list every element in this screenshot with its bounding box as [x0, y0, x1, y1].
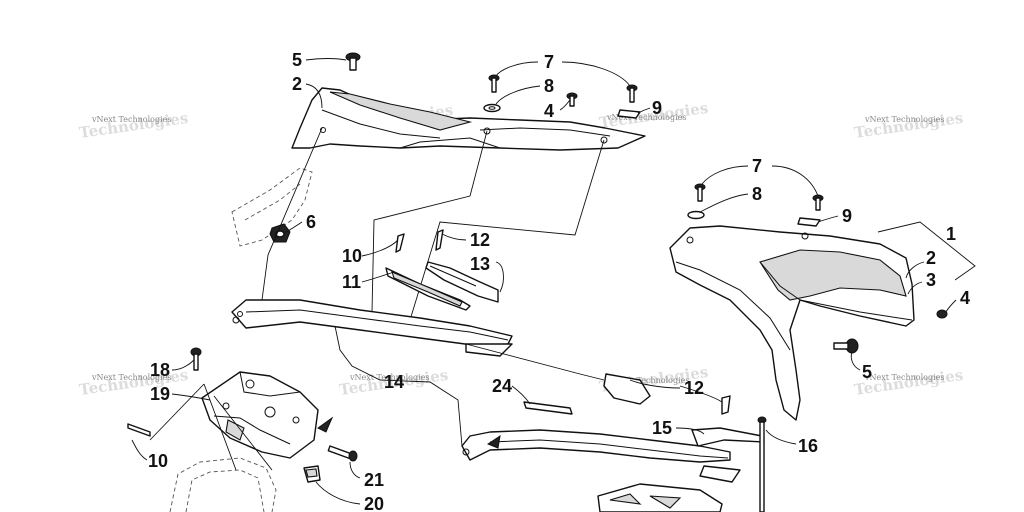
callout-8-upper: 8: [544, 76, 554, 96]
watermark-3: vNext Technologies: [606, 113, 686, 122]
fasteners-upper-left: [269, 52, 641, 243]
dashed-frame-lower: [169, 457, 277, 512]
watermark-1: vNext Technologies: [91, 115, 171, 124]
brackets-11-13: [385, 229, 499, 311]
callout-2-upper: 2: [292, 74, 302, 94]
callout-16: 16: [798, 436, 818, 456]
callout-2-right: 2: [926, 248, 936, 268]
callout-6: 6: [306, 212, 316, 232]
callout-18: 18: [150, 360, 170, 380]
dashed-bracket-upper: [231, 167, 313, 247]
callout-10-lower: 10: [148, 451, 168, 471]
assembly-leaders-upper: [261, 127, 605, 321]
callout-15: 15: [652, 418, 672, 438]
watermark-5: vNext Technologies: [91, 373, 171, 382]
callout-20: 20: [364, 494, 384, 512]
group-bracket-1: [877, 221, 976, 281]
svg-text:Technologies: Technologies: [78, 109, 189, 142]
callout-10-upper: 10: [342, 246, 362, 266]
callout-8-right: 8: [752, 184, 762, 204]
callout-3: 3: [926, 270, 936, 290]
callout-24: 24: [492, 376, 512, 396]
watermark-8: vNext Technologies: [864, 373, 944, 382]
callout-7-upper: 7: [544, 52, 554, 72]
mounting-plate: [127, 347, 358, 483]
callout-4-upper: 4: [544, 101, 554, 121]
callout-9-right: 9: [842, 206, 852, 226]
callout-12-lower: 12: [684, 378, 704, 398]
callout-14: 14: [384, 372, 404, 392]
watermark-6: vNext Technologies: [349, 373, 429, 382]
callout-4-right: 4: [960, 288, 970, 308]
callout-13: 13: [470, 254, 490, 274]
callout-12-upper: 12: [470, 230, 490, 250]
callout-9-upper: 9: [652, 98, 662, 118]
callout-5-right: 5: [862, 362, 872, 382]
watermark-4: vNext Technologies: [864, 115, 944, 124]
callout-7-right: 7: [752, 156, 762, 176]
callout-leaders: [131, 58, 957, 505]
svg-text:Technologies: Technologies: [853, 109, 964, 142]
side-panel-left: [291, 87, 646, 151]
callout-1: 1: [946, 224, 956, 244]
rail-lower: [461, 429, 741, 483]
side-panel-right: [669, 225, 915, 421]
lower-brackets: [523, 373, 767, 512]
callout-labels: 5 2 7 8 4 9 6 10 11 12 13 7 8 9 1 2 3 4 …: [148, 50, 970, 512]
callout-19: 19: [150, 384, 170, 404]
watermark-7: vNext Technologies: [609, 376, 689, 385]
callout-21: 21: [364, 470, 384, 490]
fasteners-right: [687, 183, 948, 354]
callout-11: 11: [342, 272, 361, 292]
assembly-leaders-lower: [149, 325, 605, 471]
callout-5-upper: 5: [292, 50, 302, 70]
